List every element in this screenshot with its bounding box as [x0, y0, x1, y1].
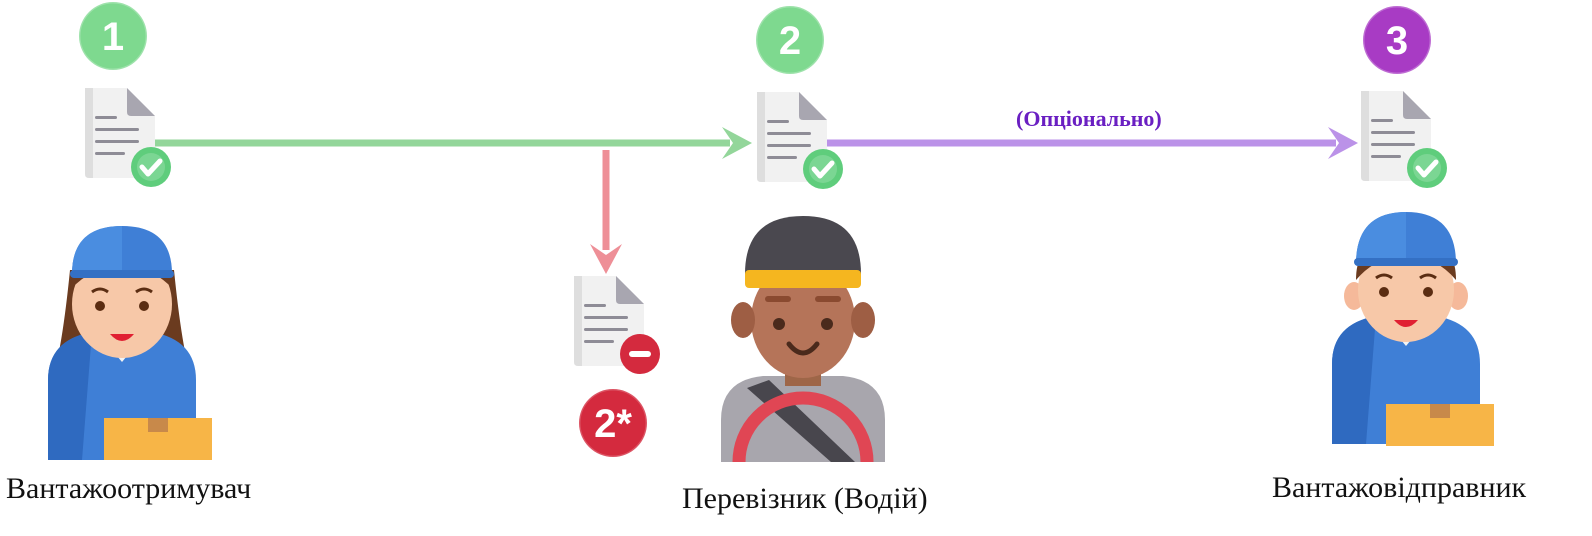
actor-label-shipper: Вантажовідправник: [1272, 471, 1527, 504]
shipper-avatar: [1332, 212, 1494, 446]
svg-text:2*: 2*: [594, 402, 632, 446]
svg-text:2: 2: [779, 19, 801, 63]
step-badge-3: 3: [1361, 4, 1433, 76]
svg-text:3: 3: [1386, 19, 1408, 63]
optional-label: (Опціонально): [1016, 106, 1162, 131]
step-badge-2: 2: [754, 4, 826, 76]
document-minus-icon: [574, 276, 660, 374]
arrow-carrier-to-shipper: [826, 127, 1358, 159]
step-badge-1: 1: [77, 0, 149, 72]
actor-label-receiver: Вантажоотримувач: [6, 472, 252, 505]
svg-text:1: 1: [102, 15, 124, 59]
carrier-avatar: [721, 216, 885, 463]
arrow-receiver-to-carrier: [152, 127, 752, 159]
receiver-avatar: [48, 226, 212, 460]
document-check-icon: [1361, 91, 1447, 188]
document-check-icon: [85, 88, 171, 187]
step-badge-2-star: 2*: [577, 387, 649, 459]
actor-label-carrier: Перевізник (Водій): [682, 482, 928, 515]
arrow-reject: [590, 150, 622, 274]
